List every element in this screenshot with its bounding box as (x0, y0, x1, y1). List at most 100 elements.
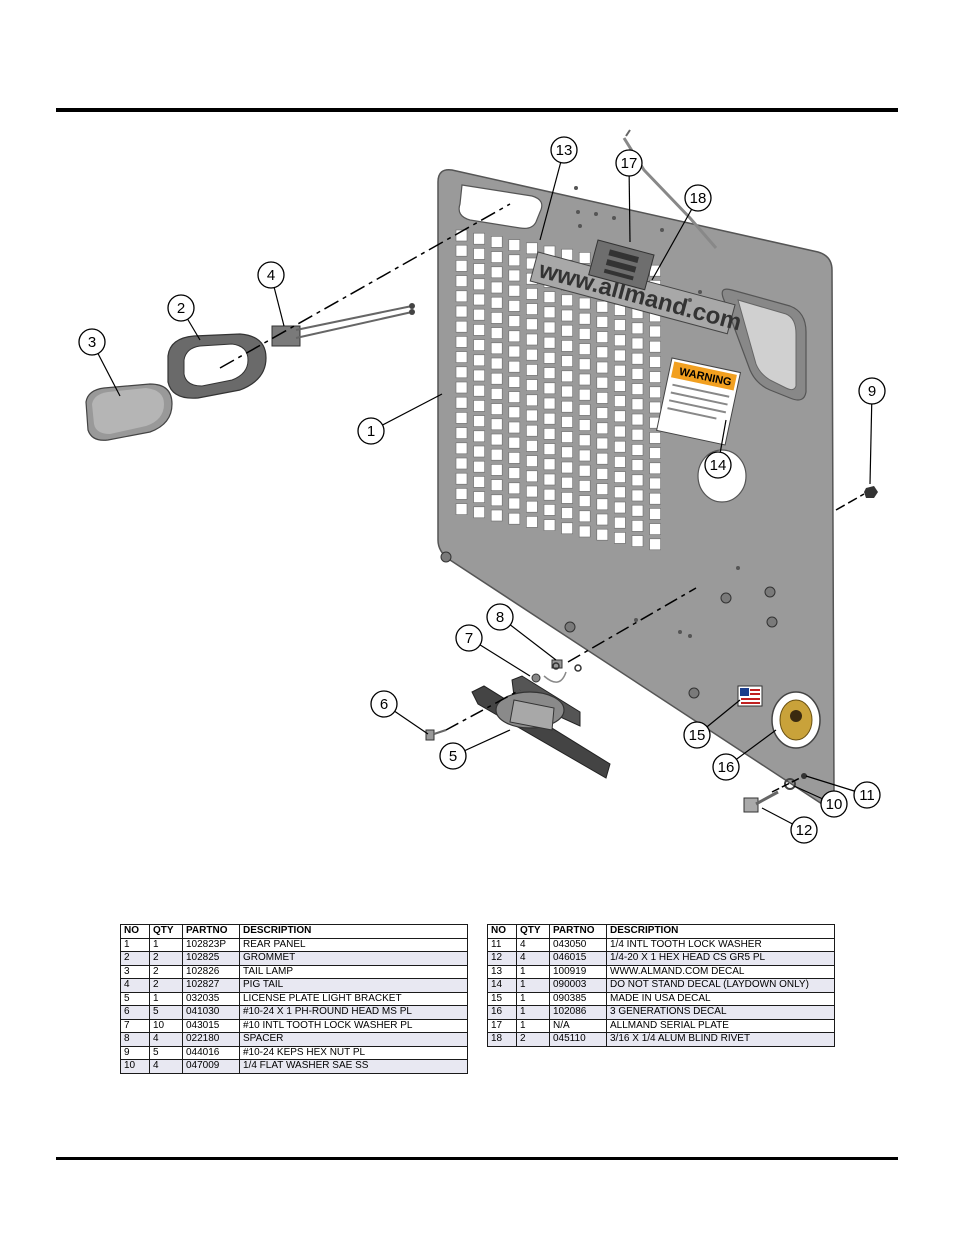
grille-hole (473, 293, 485, 306)
header-qty: QTY (149, 924, 183, 939)
grille-hole (508, 300, 521, 312)
grille-hole (614, 334, 626, 347)
grille-hole (578, 312, 591, 325)
grille-hole (490, 448, 503, 461)
grille-hole (455, 412, 468, 424)
callout-number: 9 (868, 383, 876, 400)
grille-hole (578, 449, 591, 462)
callout-circle (370, 690, 398, 718)
callout-circle (704, 451, 732, 479)
grille-hole (473, 506, 485, 519)
grille-hole (631, 474, 644, 487)
grille-hole (561, 476, 573, 489)
grille-hole (473, 369, 485, 382)
grille-hole (649, 508, 661, 520)
grille-hole (649, 386, 661, 399)
cell-partno: 032035 (182, 991, 240, 1006)
grille-hole (631, 535, 644, 547)
grille-hole (614, 410, 626, 423)
cell-description: LICENSE PLATE LIGHT BRACKET (239, 991, 468, 1006)
grille-hole (614, 349, 626, 362)
grille-hole (596, 468, 609, 480)
header-no: NO (120, 924, 150, 939)
grille-hole (578, 464, 591, 477)
grille-hole (455, 442, 468, 455)
cell-qty: 5 (149, 1045, 183, 1060)
grille-hole (455, 427, 468, 439)
grille-hole (473, 263, 485, 275)
grille-hole (543, 488, 556, 501)
callout-circle (790, 816, 818, 844)
callout-number: 11 (859, 787, 875, 804)
cell-no: 17 (487, 1018, 517, 1033)
grille-hole (543, 336, 556, 349)
grille-hole (455, 260, 468, 272)
grille-hole (473, 232, 485, 245)
callout-number: 17 (621, 155, 638, 172)
grille-hole (649, 432, 661, 444)
cell-description: PIG TAIL (239, 978, 468, 993)
grille-hole (578, 404, 591, 416)
callout-leader (539, 149, 565, 241)
cell-partno: 102826 (182, 964, 240, 979)
grille-hole (596, 452, 609, 465)
cell-partno: 102825 (182, 951, 240, 966)
grille-hole (578, 358, 591, 371)
grille-hole (578, 388, 591, 401)
cell-qty: 2 (149, 978, 183, 993)
callout-leader (869, 390, 873, 485)
cell-description: GROMMET (239, 951, 468, 966)
cell-qty: 2 (149, 951, 183, 966)
grille-hole (455, 457, 468, 470)
grille-hole (473, 248, 485, 260)
grille-hole (490, 236, 503, 248)
callout-circle (455, 624, 483, 652)
callout-circle (78, 328, 106, 356)
grille-hole (614, 516, 626, 529)
warning-decal: WARNING (656, 357, 742, 446)
grille-hole (490, 327, 503, 339)
grille-hole (649, 538, 661, 551)
grille-hole (526, 470, 538, 483)
flat-washer (784, 778, 796, 790)
grille-hole (473, 354, 485, 367)
serial-plate (588, 239, 655, 291)
grille-hole (508, 345, 521, 358)
cell-qty: 1 (516, 1018, 550, 1033)
cell-no: 4 (120, 978, 150, 993)
grille-hole (561, 294, 573, 307)
grille-hole (561, 340, 573, 352)
callout-circle (858, 377, 886, 405)
cell-description: WWW.ALMAND.COM DECAL (606, 964, 835, 979)
grille-hole (455, 305, 468, 318)
grille-hole (561, 461, 573, 474)
grille-hole (543, 382, 556, 395)
grille-hole (490, 494, 503, 507)
grille-hole (526, 333, 538, 346)
grille-hole (631, 504, 644, 517)
cell-qty: 4 (516, 937, 550, 952)
grille-hole (631, 383, 644, 395)
grille-hole (631, 520, 644, 532)
callout-number: 6 (380, 696, 388, 713)
grille-hole (578, 419, 591, 431)
grille-hole (649, 477, 661, 490)
grille-hole (473, 430, 485, 443)
grille-hole (455, 503, 468, 515)
grille-hole (649, 356, 661, 368)
spacer (551, 659, 563, 669)
cell-qty: 10 (149, 1018, 183, 1033)
grille-hole (473, 339, 485, 351)
grille-hole (614, 440, 626, 453)
cell-no: 2 (120, 951, 150, 966)
grille-hole (455, 320, 468, 333)
cell-partno: 043015 (182, 1018, 240, 1033)
panel-grille (455, 229, 661, 551)
grille-hole (508, 330, 521, 343)
